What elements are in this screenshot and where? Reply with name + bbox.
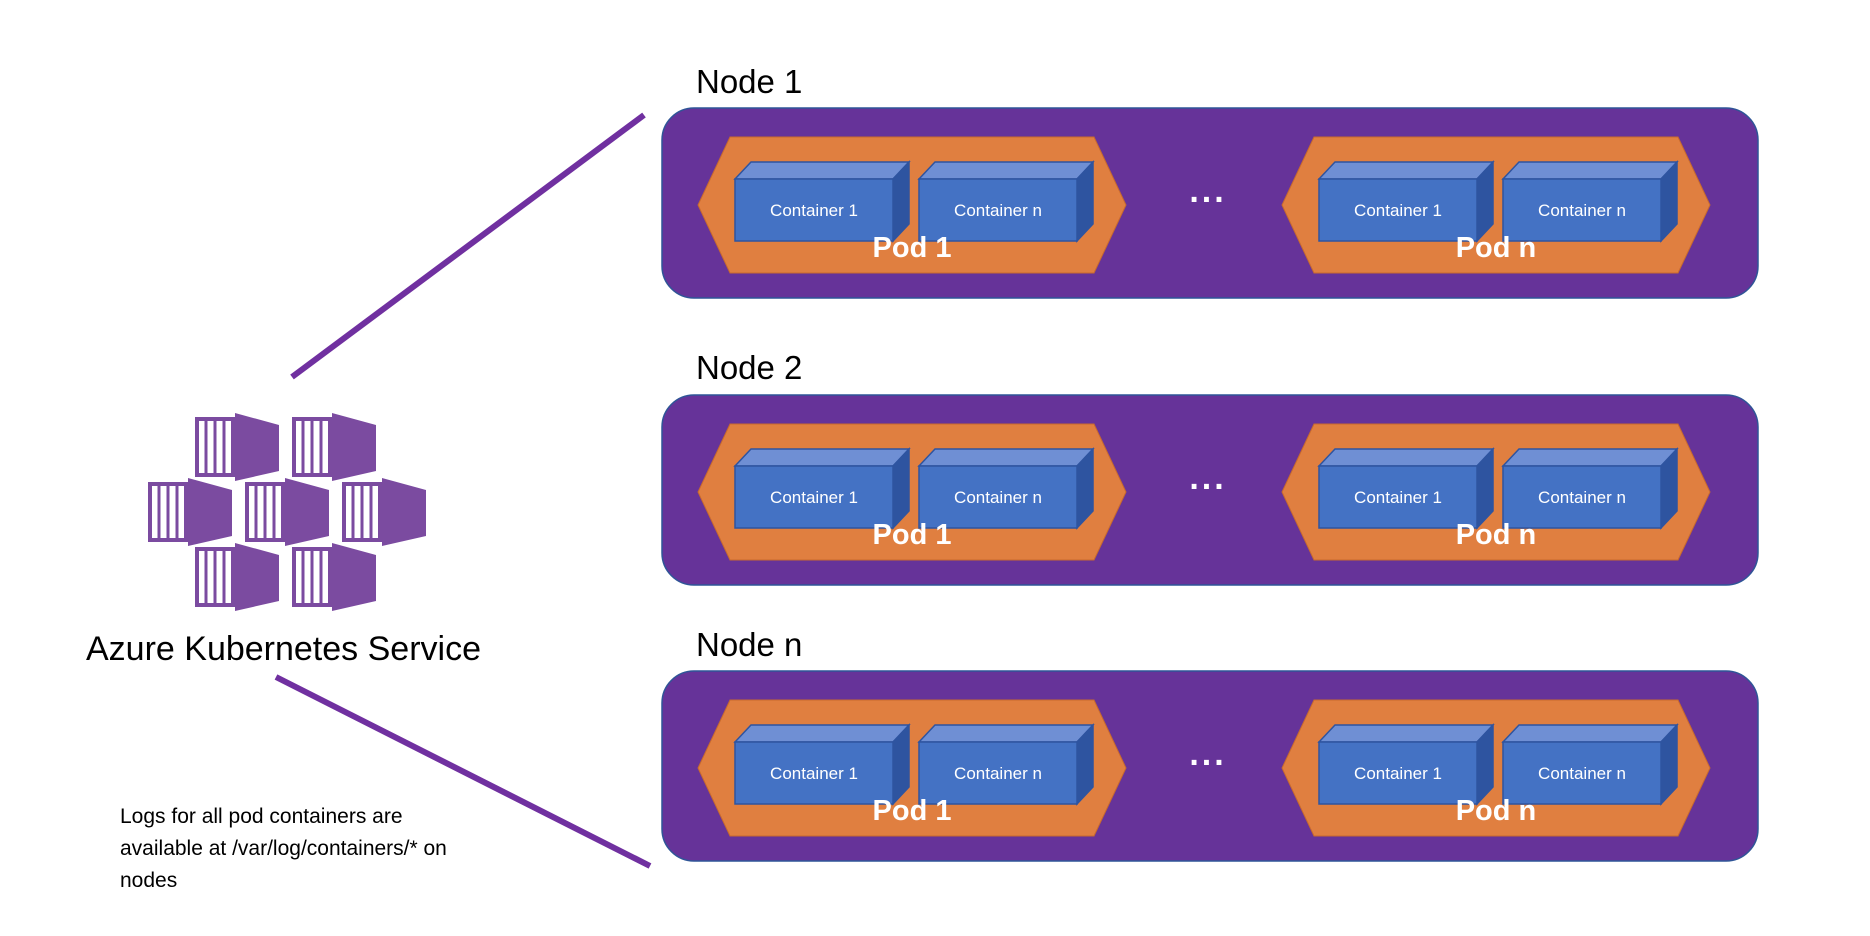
connector-line-top — [290, 112, 646, 380]
container-label: Container n — [1538, 488, 1626, 507]
container-label: Container 1 — [770, 201, 858, 220]
pod-label: Pod 1 — [873, 795, 952, 827]
logo-cube — [195, 543, 279, 611]
container-front-face — [1502, 741, 1662, 805]
log-note-line: available at /var/log/containers/* on — [120, 837, 447, 860]
connector-line-bottom — [274, 674, 652, 869]
container-front-face — [734, 178, 894, 242]
container-box: Container 1 — [1317, 723, 1495, 806]
node-title: Node n — [696, 626, 802, 663]
container-top-face — [733, 448, 911, 467]
container-front-face — [1502, 178, 1662, 242]
container-box: Container n — [1501, 160, 1679, 243]
container-label: Container 1 — [1354, 201, 1442, 220]
container-top-face — [1501, 161, 1679, 180]
logo-cube — [292, 543, 376, 611]
container-front-face — [734, 465, 894, 529]
container-front-face — [918, 178, 1078, 242]
ellipsis: ... — [1189, 172, 1226, 210]
container-top-face — [1317, 448, 1495, 467]
node-title: Node 1 — [696, 63, 802, 100]
container-top-face — [1501, 448, 1679, 467]
ellipsis: ... — [1189, 459, 1226, 497]
container-box: Container 1 — [1317, 160, 1495, 243]
pod-label: Pod n — [1456, 232, 1537, 264]
logo-cube — [195, 413, 279, 481]
container-top-face — [733, 161, 911, 180]
logo-cube — [148, 478, 232, 546]
container-box: Container 1 — [1317, 447, 1495, 530]
pod-label: Pod 1 — [873, 519, 952, 551]
container-box: Container 1 — [733, 723, 911, 806]
pod-label: Pod n — [1456, 795, 1537, 827]
log-note-line: Logs for all pod containers are — [120, 805, 403, 828]
container-top-face — [733, 724, 911, 743]
node-title: Node 2 — [696, 349, 802, 386]
container-label: Container n — [954, 201, 1042, 220]
pod-label: Pod n — [1456, 519, 1537, 551]
container-box: Container n — [1501, 447, 1679, 530]
container-label: Container n — [1538, 764, 1626, 783]
ellipsis: ... — [1189, 735, 1226, 773]
container-top-face — [1317, 161, 1495, 180]
logo-cube — [245, 478, 329, 546]
container-top-face — [917, 448, 1095, 467]
container-top-face — [917, 724, 1095, 743]
container-box: Container n — [917, 447, 1095, 530]
container-top-face — [1317, 724, 1495, 743]
azure-kubernetes-service-icon — [148, 413, 426, 611]
pod-label: Pod 1 — [873, 232, 952, 264]
container-box: Container n — [1501, 723, 1679, 806]
log-note-line: nodes — [120, 869, 177, 892]
container-front-face — [1502, 465, 1662, 529]
container-label: Container 1 — [770, 488, 858, 507]
container-box: Container 1 — [733, 160, 911, 243]
container-label: Container n — [954, 488, 1042, 507]
container-box: Container 1 — [733, 447, 911, 530]
container-label: Container n — [1538, 201, 1626, 220]
container-box: Container n — [917, 160, 1095, 243]
container-top-face — [1501, 724, 1679, 743]
container-label: Container n — [954, 764, 1042, 783]
container-front-face — [918, 465, 1078, 529]
container-label: Container 1 — [1354, 764, 1442, 783]
logo-cube — [342, 478, 426, 546]
container-front-face — [1318, 741, 1478, 805]
logo-cube — [292, 413, 376, 481]
container-top-face — [917, 161, 1095, 180]
container-label: Container 1 — [770, 764, 858, 783]
container-label: Container 1 — [1354, 488, 1442, 507]
container-front-face — [734, 741, 894, 805]
service-name: Azure Kubernetes Service — [86, 630, 481, 668]
container-front-face — [918, 741, 1078, 805]
container-front-face — [1318, 465, 1478, 529]
container-box: Container n — [917, 723, 1095, 806]
log-note: Logs for all pod containers are availabl… — [120, 805, 453, 892]
container-front-face — [1318, 178, 1478, 242]
